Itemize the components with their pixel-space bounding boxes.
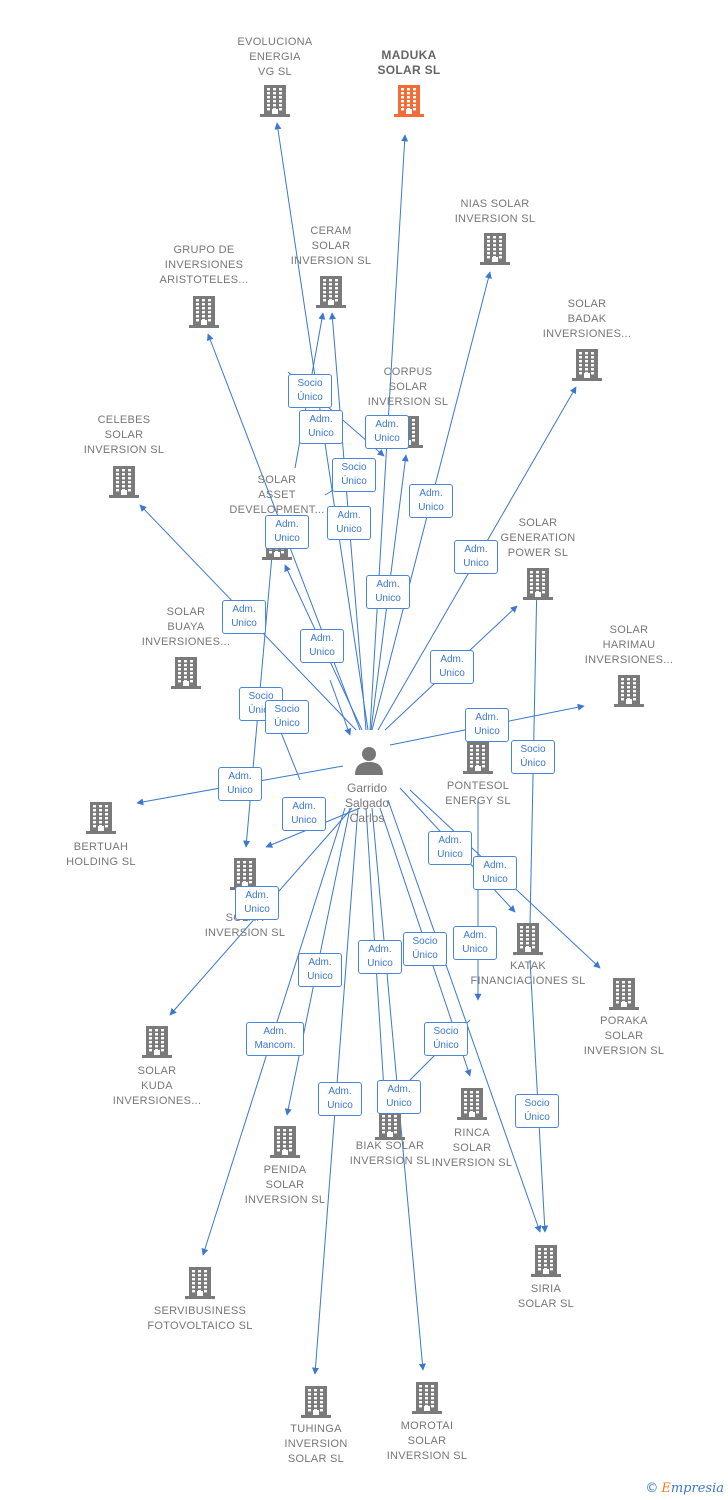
company-label-katak[interactable]: KATAK FINANCIACIONES SL xyxy=(470,960,586,987)
building-icon[interactable] xyxy=(513,921,543,955)
company-label-bertuah[interactable]: BERTUAH HOLDING SL xyxy=(66,841,136,868)
building-icon[interactable] xyxy=(171,655,201,689)
relation-label: Socio Único xyxy=(265,700,309,734)
company-label-badak[interactable]: SOLAR BADAK INVERSIONES... xyxy=(542,298,632,340)
building-icon[interactable] xyxy=(185,1265,215,1299)
relation-label: Socio Único xyxy=(511,740,555,774)
relation-label: Adm. Unico xyxy=(299,410,343,444)
relation-label: Adm. Unico xyxy=(365,415,409,449)
relation-label: Adm. Unico xyxy=(465,708,509,742)
building-icon[interactable] xyxy=(86,800,116,834)
building-icon[interactable] xyxy=(260,83,290,117)
building-icon[interactable] xyxy=(230,856,260,890)
building-icon[interactable] xyxy=(189,294,219,328)
building-icon[interactable] xyxy=(614,673,644,707)
company-label-corpus[interactable]: CORPUS SOLAR INVERSION SL xyxy=(367,366,449,408)
relation-edge xyxy=(387,799,542,1233)
relation-label: Adm. Unico xyxy=(473,856,517,890)
relation-label: Adm. Unico xyxy=(366,575,410,609)
relation-label: Adm. Unico xyxy=(454,540,498,574)
relation-label: Adm. Unico xyxy=(428,831,472,865)
relation-label: Socio Único xyxy=(515,1094,559,1128)
company-label-pontesol[interactable]: PONTESOL ENERGY SL xyxy=(445,780,511,807)
relation-label: Socio Único xyxy=(424,1022,468,1056)
company-label-generation[interactable]: SOLAR GENERATION POWER SL xyxy=(500,517,576,559)
company-label-rinca[interactable]: RINCA SOLAR INVERSION SL xyxy=(431,1127,513,1169)
company-label-tuhinga[interactable]: TUHINGA INVERSION SOLAR SL xyxy=(284,1423,348,1465)
building-icon[interactable] xyxy=(572,347,602,381)
relation-label: Adm. Unico xyxy=(298,953,342,987)
relation-label: Adm. Mancom. xyxy=(246,1022,304,1056)
company-label-nias[interactable]: NIAS SOLAR INVERSION SL xyxy=(454,198,536,225)
company-label-harimau[interactable]: SOLAR HARIMAU INVERSIONES... xyxy=(584,624,674,666)
company-label-morotai[interactable]: MOROTAI SOLAR INVERSION SL xyxy=(386,1420,468,1462)
company-label-asset[interactable]: SOLAR ASSET DEVELOPMENT... xyxy=(229,474,325,516)
building-icon[interactable] xyxy=(142,1024,172,1058)
building-icon[interactable] xyxy=(531,1243,561,1277)
relation-label: Socio Único xyxy=(332,458,376,492)
company-label-aristoteles[interactable]: GRUPO DE INVERSIONES ARISTOTELES... xyxy=(159,244,249,286)
relation-edge xyxy=(329,679,352,736)
company-label-poraka[interactable]: PORAKA SOLAR INVERSION SL xyxy=(583,1015,665,1057)
relation-label: Adm. Unico xyxy=(358,940,402,974)
company-label-ceram[interactable]: CERAM SOLAR INVERSION SL xyxy=(290,225,372,267)
relation-label: Adm. Unico xyxy=(318,1082,362,1116)
company-label-kuda[interactable]: SOLAR KUDA INVERSIONES... xyxy=(112,1065,202,1107)
building-icon[interactable] xyxy=(480,231,510,265)
relation-label: Adm. Unico xyxy=(300,629,344,663)
relation-label: Socio Único xyxy=(288,374,332,408)
person-icon[interactable] xyxy=(352,743,386,777)
company-label-evoluciona[interactable]: EVOLUCIONA ENERGIA VG SL xyxy=(237,36,313,78)
building-icon[interactable] xyxy=(463,740,493,774)
company-label-penida[interactable]: PENIDA SOLAR INVERSION SL xyxy=(244,1164,326,1206)
building-icon[interactable] xyxy=(301,1384,331,1418)
relation-label: Adm. Unico xyxy=(327,506,371,540)
building-icon[interactable] xyxy=(375,1106,405,1140)
company-label-servibusiness[interactable]: SERVIBUSINESS FOTOVOLTAICO SL xyxy=(147,1305,253,1332)
company-label-buaya[interactable]: SOLAR BUAYA INVERSIONES... xyxy=(141,606,231,648)
relation-label: Adm. Unico xyxy=(235,886,279,920)
relation-label: Socio Único xyxy=(403,932,447,966)
company-label-celebes[interactable]: CELEBES SOLAR INVERSION SL xyxy=(83,414,165,456)
building-icon[interactable] xyxy=(609,976,639,1010)
relation-label: Adm. Unico xyxy=(430,650,474,684)
relation-label: Adm. Unico xyxy=(265,515,309,549)
center-person-label[interactable]: Garrido Salgado Carlos xyxy=(344,781,390,825)
relation-label: Adm. Unico xyxy=(453,926,497,960)
building-icon[interactable] xyxy=(316,274,346,308)
relation-label: Adm. Unico xyxy=(409,484,453,518)
relation-label: Adm. Unico xyxy=(218,767,262,801)
empresia-logo: ©Empresia xyxy=(645,1481,724,1496)
company-label-maduka[interactable]: MADUKA SOLAR SL xyxy=(377,48,441,77)
building-icon[interactable] xyxy=(109,464,139,498)
building-icon[interactable] xyxy=(523,566,553,600)
relation-label: Adm. Unico xyxy=(282,797,326,831)
relation-label: Adm. Unico xyxy=(222,600,266,634)
building-icon[interactable] xyxy=(270,1124,300,1158)
company-label-siria[interactable]: SIRIA SOLAR SL xyxy=(517,1283,575,1310)
relation-label: Adm. Unico xyxy=(377,1080,421,1114)
building-icon[interactable] xyxy=(412,1380,442,1414)
company-label-biak[interactable]: BIAK SOLAR INVERSION SL xyxy=(349,1140,431,1167)
building-icon[interactable] xyxy=(394,83,424,117)
building-icon[interactable] xyxy=(457,1086,487,1120)
